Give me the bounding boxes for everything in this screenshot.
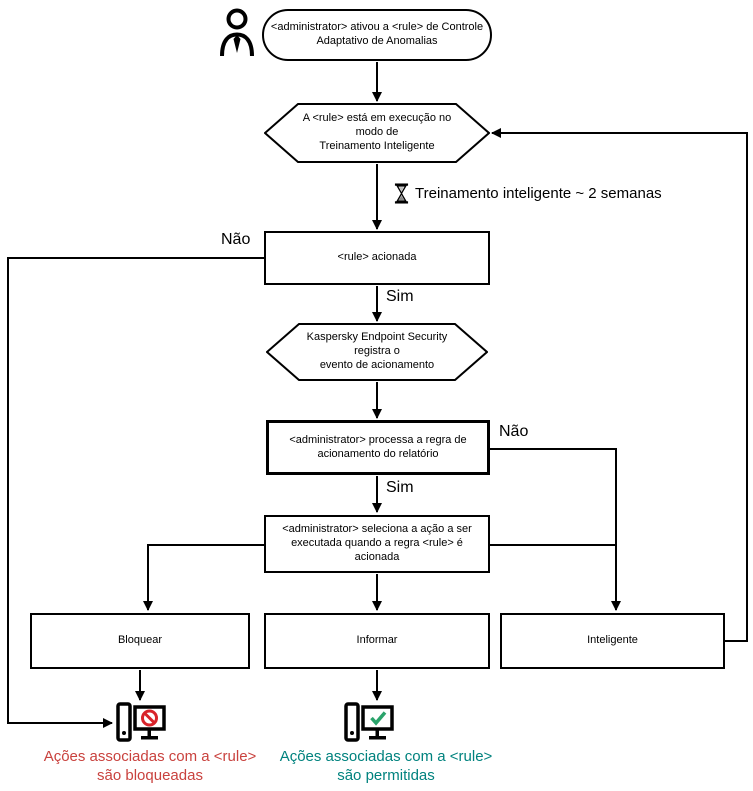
node-selects-action: <administrator> seleciona a ação a ser e… <box>264 515 490 573</box>
node-rule-triggered: <rule> acionada <box>264 231 490 285</box>
administrator-person-icon <box>219 7 255 64</box>
branch-label-no-process: Não <box>499 423 529 440</box>
node-smart-training-mode-label: A <rule> está em execução no modo de Tre… <box>302 112 452 152</box>
node-processes-rule: <administrator> processa a regra de acio… <box>266 420 490 475</box>
branch-label-no-rule: Não <box>221 231 251 248</box>
check-icon <box>370 711 387 726</box>
arrow-rule-no-to-blocked <box>7 257 264 728</box>
arrow-select-to-block <box>143 544 264 611</box>
node-registers-event-label: Kaspersky Endpoint Security registra o e… <box>306 331 448 371</box>
hourglass-icon <box>394 183 409 209</box>
hexagon-shape <box>264 103 490 163</box>
node-action-smart: Inteligente <box>500 613 725 669</box>
computer-blocked-icon <box>116 702 166 749</box>
node-action-block: Bloquear <box>30 613 250 669</box>
branch-label-yes-process: Sim <box>386 479 414 496</box>
training-duration-note: Treinamento inteligente ~ 2 semanas <box>415 185 662 202</box>
node-start: <administrator> ativou a <rule> de Contr… <box>262 9 492 61</box>
arrow-smart-feedback-to-mode <box>491 128 748 642</box>
node-smart-training-mode: A <rule> está em execução no modo de Tre… <box>264 103 490 163</box>
result-allowed-caption: Ações associadas com a <rule> são permit… <box>279 748 493 784</box>
arrow-process-no-to-smart <box>490 448 621 611</box>
node-action-inform: Informar <box>264 613 490 669</box>
node-registers-event: Kaspersky Endpoint Security registra o e… <box>266 323 488 381</box>
hexagon-shape <box>266 323 488 381</box>
computer-allowed-icon <box>344 702 394 749</box>
result-blocked-caption: Ações associadas com a <rule> são bloque… <box>43 748 257 784</box>
branch-label-yes-rule: Sim <box>386 288 414 305</box>
